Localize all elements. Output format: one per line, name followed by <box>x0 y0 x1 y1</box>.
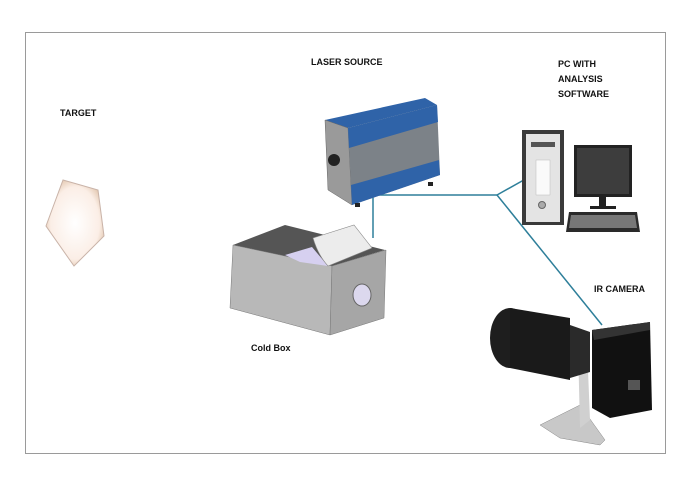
diagram-frame <box>25 32 666 454</box>
target-icon <box>45 179 105 267</box>
target-label: TARGET <box>60 108 97 118</box>
cold-box-label: Cold Box <box>251 343 291 353</box>
cold-box-icon <box>229 224 387 336</box>
ir-camera-icon <box>490 308 652 446</box>
laser-source-icon <box>324 98 440 207</box>
pc-label: PC WITH ANALYSIS SOFTWARE <box>558 59 609 99</box>
ir-camera-label: IR CAMERA <box>594 284 645 294</box>
connector-camera <box>496 194 603 326</box>
laser-source-label: LASER SOURCE <box>311 57 383 67</box>
pc-icon <box>522 130 640 232</box>
